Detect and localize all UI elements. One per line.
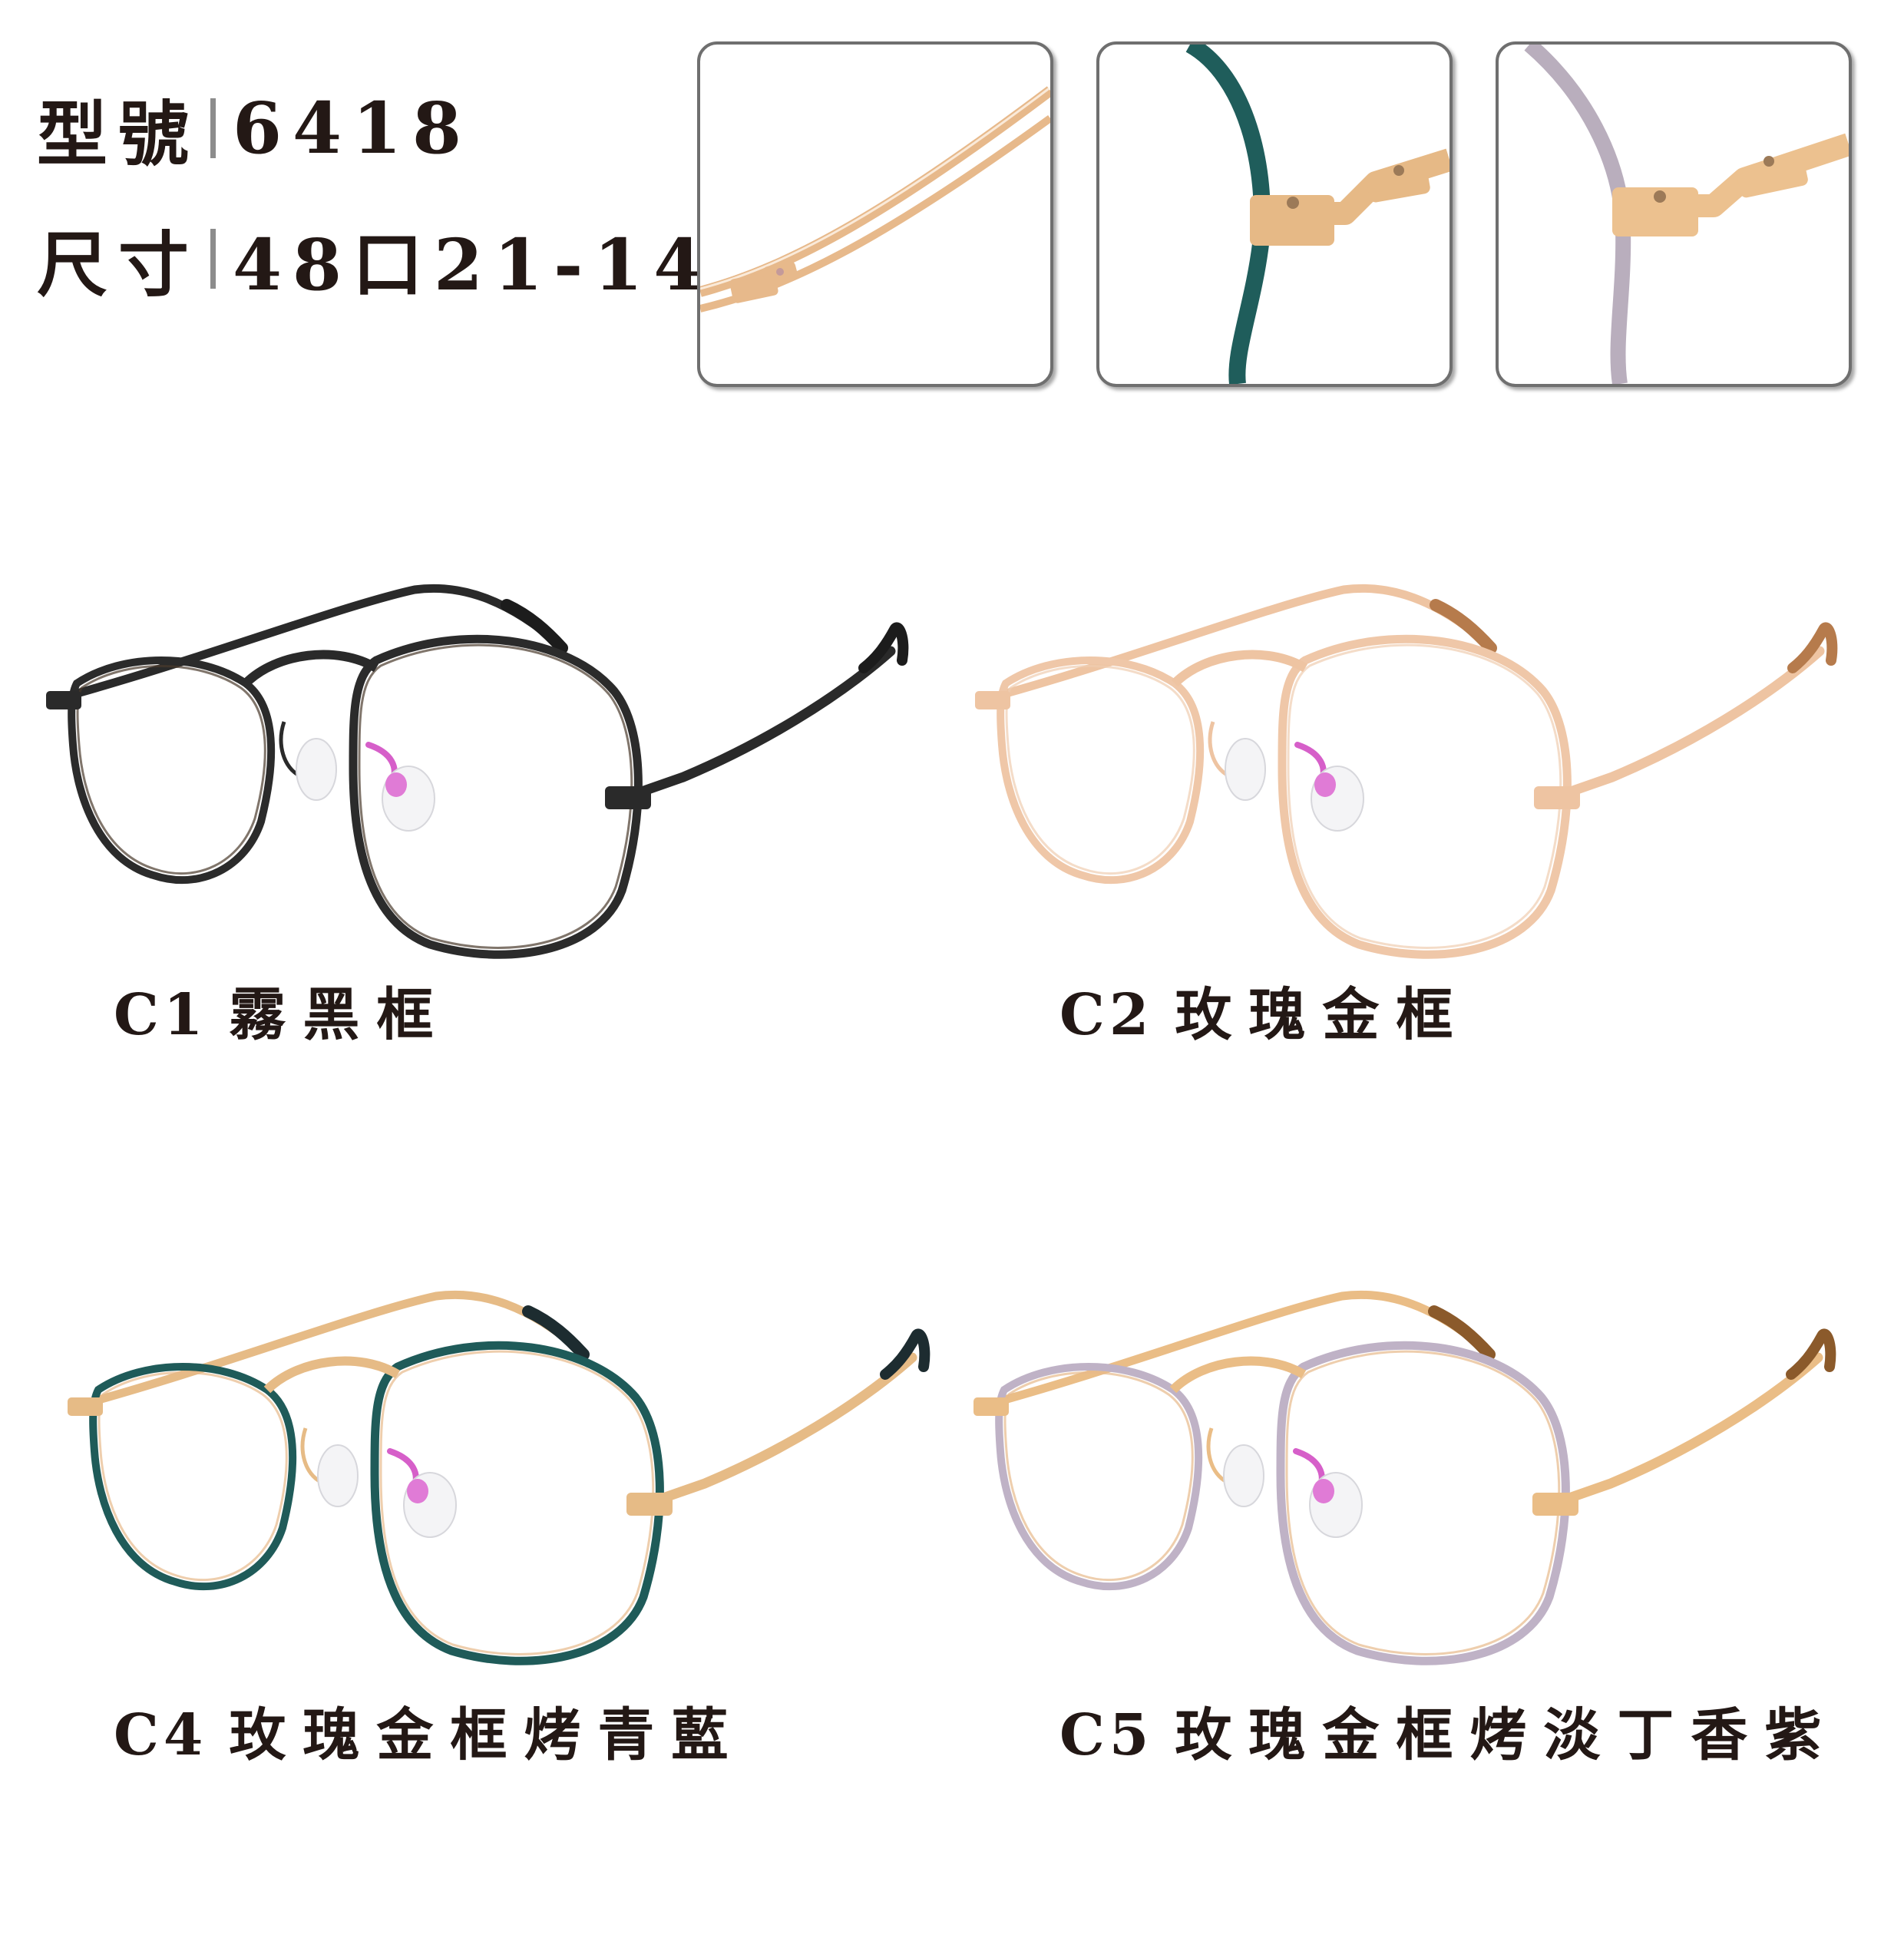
variant-code: C5 — [1059, 1702, 1154, 1768]
left-nose-pad — [1223, 1444, 1264, 1507]
glasses-variant-c2 — [960, 568, 1843, 967]
size-separator — [210, 229, 217, 289]
right-nose-pad-holder — [1314, 772, 1336, 797]
left-lens-rim — [997, 656, 1205, 885]
right-lens-inner-rim — [1285, 1350, 1561, 1655]
variant-name: 霧黑框 — [229, 982, 451, 1048]
glasses-illustration — [46, 584, 909, 959]
right-nose-pad-holder — [407, 1479, 428, 1503]
detail-thumbnail-3 — [1496, 41, 1852, 387]
left-nose-pad — [1225, 738, 1266, 801]
right-hinge — [1532, 1493, 1578, 1516]
variant-code: C4 — [114, 1702, 208, 1768]
right-nose-pad-holder — [385, 772, 407, 797]
glasses-illustration — [973, 1290, 1836, 1665]
near-temple — [638, 1352, 917, 1510]
variant-label-c5: C5 玫瑰金框烤淡丁香紫 — [1059, 1689, 1838, 1771]
near-temple-tip — [1786, 1328, 1836, 1380]
far-temple-tip — [1428, 1305, 1496, 1361]
glasses-illustration — [975, 584, 1838, 959]
variant-code: C2 — [1059, 982, 1154, 1048]
hinge-closeup-teal-image — [1185, 45, 1449, 384]
size-spec: 尺寸 48口21-145 — [37, 217, 773, 306]
far-temple-tip — [522, 1305, 590, 1361]
right-hinge — [1534, 786, 1580, 809]
bridge — [242, 650, 379, 687]
far-temple-tip — [501, 599, 568, 654]
right-lens-rim — [1276, 1341, 1570, 1665]
left-nose-pad — [296, 738, 337, 801]
model-label: 型號 — [37, 92, 200, 176]
near-temple-tip — [858, 622, 909, 673]
right-lens-inner-rim — [379, 1350, 655, 1655]
far-temple-tip — [1430, 599, 1497, 654]
hinge-closeup-lilac-image — [1524, 45, 1849, 384]
near-temple — [616, 646, 896, 804]
left-nose-pad — [317, 1444, 359, 1507]
left-hinge — [973, 1397, 1009, 1416]
left-lens-inner-rim — [98, 1371, 288, 1582]
model-separator — [210, 98, 217, 158]
left-lens-inner-rim — [76, 665, 266, 875]
variant-label-c2: C2 玫瑰金框 — [1059, 969, 1469, 1051]
left-hinge — [975, 691, 1010, 709]
bridge — [1169, 1356, 1307, 1394]
right-lens-inner-rim — [1287, 643, 1562, 949]
left-lens-rim — [68, 656, 276, 885]
size-label: 尺寸 — [37, 223, 200, 306]
model-spec: 型號 6418 — [37, 86, 473, 176]
right-lens-rim — [370, 1341, 664, 1665]
left-hinge — [46, 691, 81, 709]
left-lens-rim — [995, 1363, 1203, 1591]
temple-closeup-image — [700, 86, 1050, 313]
bridge — [263, 1356, 401, 1394]
right-lens-rim — [349, 634, 643, 959]
glasses-variant-c4 — [52, 1275, 935, 1674]
variant-label-c4: C4 玫瑰金框烤青藍 — [114, 1689, 745, 1771]
variant-label-c1: C1 霧黑框 — [114, 969, 450, 1051]
variant-name: 玫瑰金框烤青藍 — [229, 1702, 745, 1768]
variant-code: C1 — [114, 982, 208, 1048]
near-temple-tip — [1787, 622, 1838, 673]
near-temple — [1544, 1352, 1823, 1510]
left-hinge — [68, 1397, 103, 1416]
glasses-illustration — [68, 1290, 931, 1665]
glasses-variant-c5 — [958, 1275, 1841, 1674]
right-nose-pad-holder — [1313, 1479, 1334, 1503]
near-temple — [1545, 646, 1825, 804]
near-temple-tip — [880, 1328, 931, 1380]
right-hinge — [605, 786, 651, 809]
variant-name: 玫瑰金框烤淡丁香紫 — [1175, 1702, 1839, 1768]
size-value: 48口21-145 — [233, 223, 774, 306]
detail-thumbnail-2 — [1096, 41, 1453, 387]
bridge — [1171, 650, 1308, 687]
left-lens-rim — [89, 1363, 297, 1591]
left-lens-inner-rim — [1005, 665, 1195, 875]
glasses-variant-c1 — [31, 568, 914, 967]
left-lens-inner-rim — [1003, 1371, 1194, 1582]
right-lens-rim — [1278, 634, 1572, 959]
right-hinge — [626, 1493, 673, 1516]
model-value: 6418 — [233, 87, 473, 170]
right-lens-inner-rim — [358, 643, 633, 949]
variant-name: 玫瑰金框 — [1175, 982, 1470, 1048]
detail-thumbnail-1 — [697, 41, 1053, 387]
